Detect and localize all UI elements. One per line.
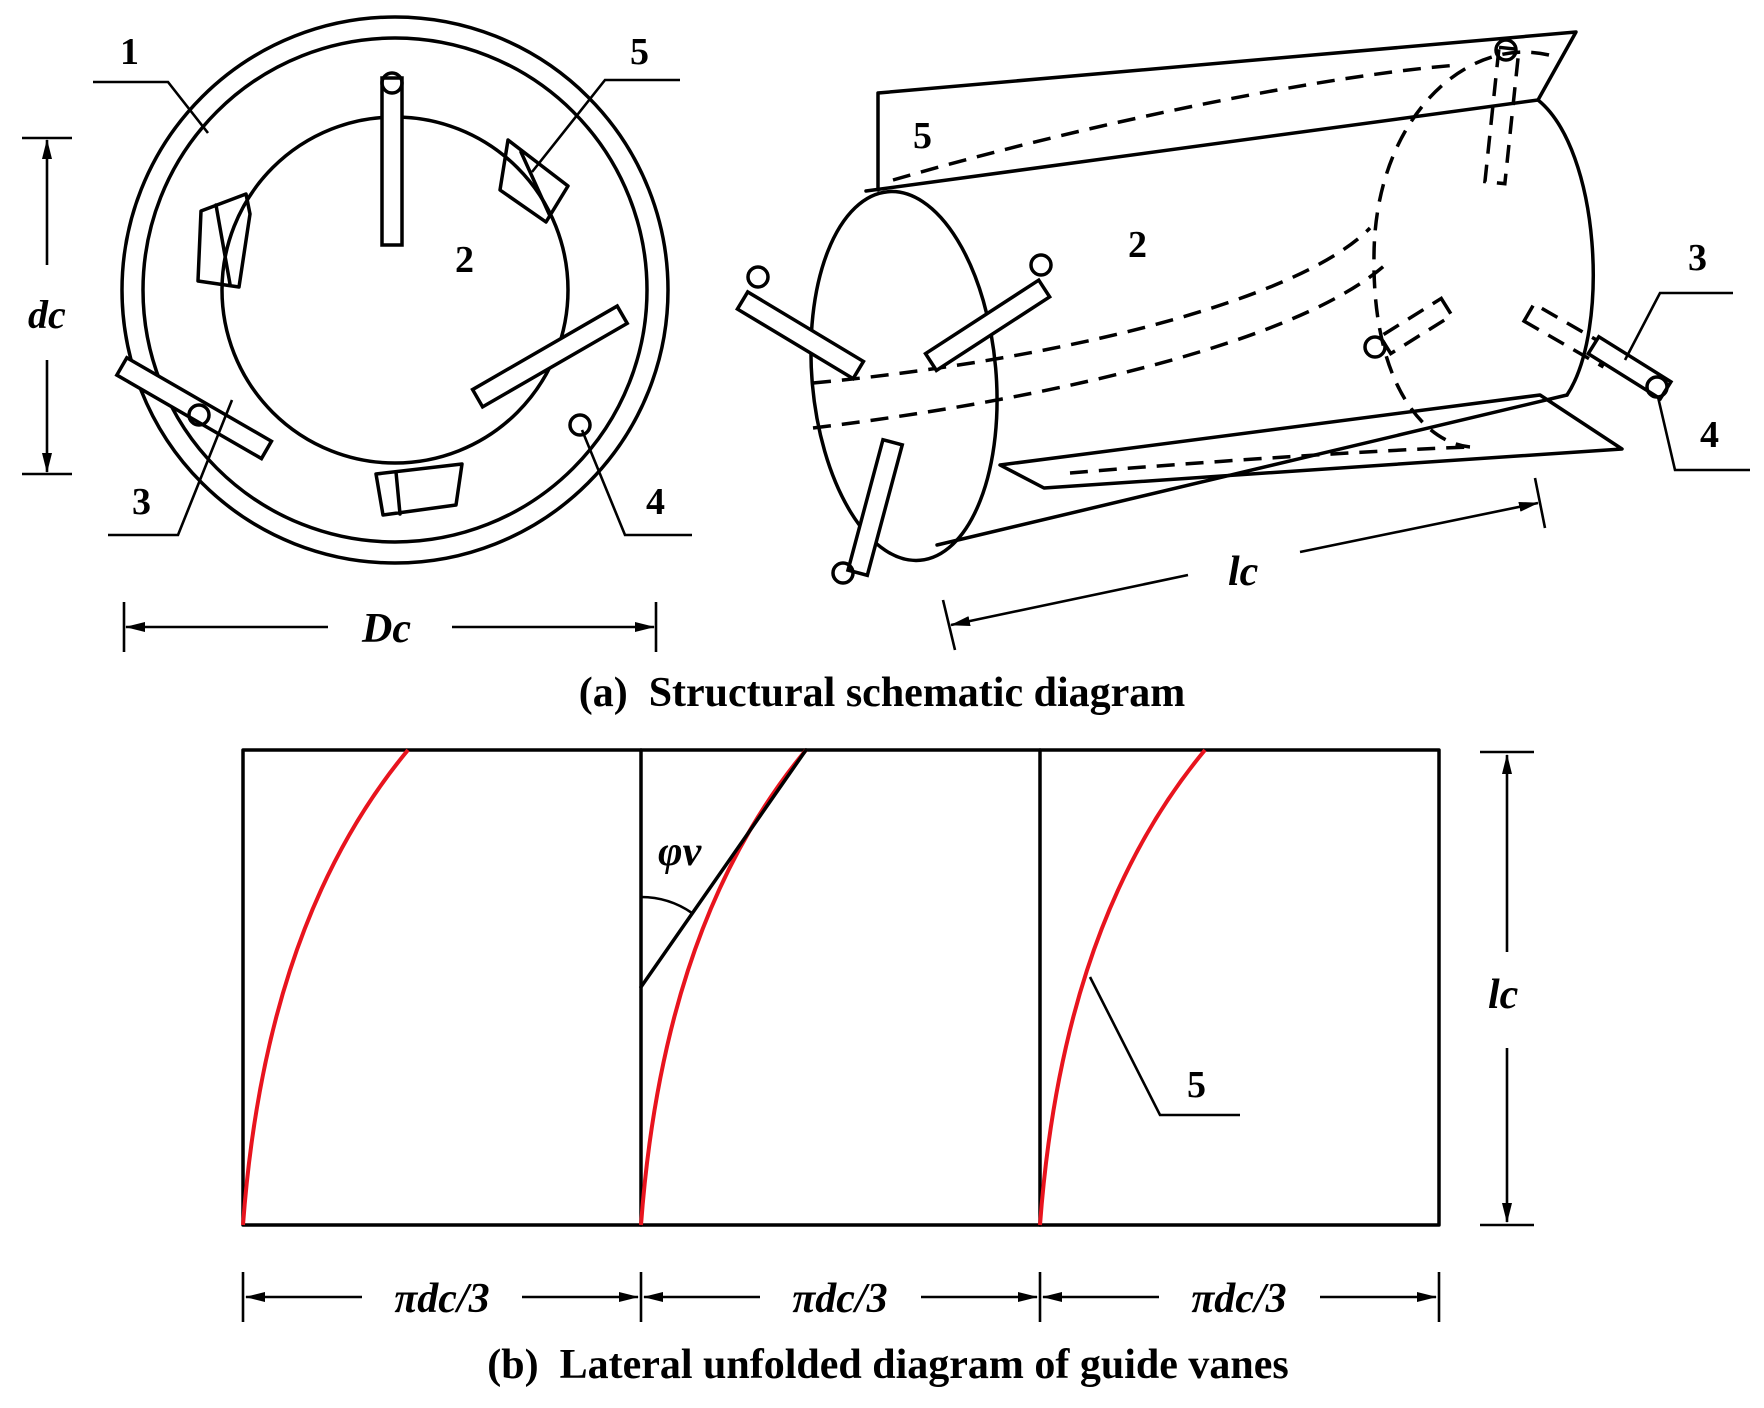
end-rod-top bbox=[380, 76, 404, 247]
hidden-vane-bottom bbox=[1069, 445, 1471, 475]
cylinder-front-end bbox=[809, 189, 999, 563]
front-rod-upper-left bbox=[735, 289, 866, 381]
label-5-persp: 5 bbox=[913, 115, 932, 157]
end-vane-top-right bbox=[498, 138, 570, 224]
vane-curve-2 bbox=[639, 748, 808, 1226]
leader-5-unfolded bbox=[1088, 976, 1240, 1117]
label-5-unfolded: 5 bbox=[1187, 1064, 1206, 1106]
bottom-vane bbox=[998, 393, 1624, 490]
label-1: 1 bbox=[120, 31, 139, 73]
dim-Dc: Dc bbox=[361, 606, 411, 652]
back-rods bbox=[1363, 38, 1674, 402]
angle-arc bbox=[640, 895, 693, 915]
label-4-end: 4 bbox=[646, 481, 665, 523]
leader-4-persp bbox=[1656, 396, 1750, 472]
front-rod-lower-pin bbox=[831, 561, 855, 585]
unfolded-diagram: φv 5 lc πdc/3 πdc/3 πdc/3 bbox=[241, 748, 1534, 1322]
outer-casing-outer-ring bbox=[120, 15, 670, 565]
dim-seg-1: πdc/3 bbox=[394, 1276, 489, 1322]
lc-tick-right bbox=[1533, 477, 1547, 529]
leader-5-end bbox=[530, 78, 680, 173]
cylinder-back-arc bbox=[1536, 98, 1595, 397]
angle-phi-v: φv bbox=[658, 829, 703, 875]
back-rod-middle-hidden bbox=[1377, 296, 1455, 356]
end-vane-bottom bbox=[374, 462, 464, 517]
end-rod-top-pin bbox=[380, 71, 404, 95]
back-rod-middle-pin bbox=[1363, 335, 1387, 359]
vane-curve-1 bbox=[241, 748, 410, 1226]
back-rod-top-hidden bbox=[1483, 45, 1521, 186]
back-rod-top-pin bbox=[1494, 38, 1518, 62]
front-rod-lower bbox=[845, 437, 905, 578]
caption-a: (a) Structural schematic diagram bbox=[579, 670, 1186, 716]
vane-curve-3 bbox=[1038, 748, 1207, 1226]
back-rod-right-visible bbox=[1585, 334, 1674, 402]
top-vane bbox=[876, 30, 1578, 192]
caption-b: (b) Lateral unfolded diagram of guide va… bbox=[487, 1342, 1289, 1388]
front-rod-upper-right bbox=[923, 277, 1053, 373]
tangent-line bbox=[639, 748, 808, 989]
dim-seg-3: πdc/3 bbox=[1191, 1276, 1286, 1322]
front-rod-upper-right-pin bbox=[1029, 253, 1053, 277]
dim-seg-2: πdc/3 bbox=[792, 1276, 887, 1322]
cylinder-bottom-edge bbox=[935, 393, 1569, 547]
leader-3-persp bbox=[1623, 291, 1733, 361]
outer-casing-inner-ring bbox=[141, 36, 649, 544]
hidden-vane-top bbox=[892, 63, 1459, 182]
front-rod-upper-left-pin bbox=[746, 265, 770, 289]
dim-lc-persp: lc bbox=[1228, 549, 1259, 595]
leader-4-end bbox=[580, 429, 692, 537]
lc-tick-left bbox=[941, 599, 957, 651]
perspective-view: 5 2 3 4 lc bbox=[735, 30, 1750, 651]
leader-1 bbox=[93, 80, 210, 134]
label-3-persp: 3 bbox=[1688, 237, 1707, 279]
front-rods bbox=[735, 253, 1053, 585]
end-rod-right bbox=[470, 303, 630, 410]
back-end-hidden bbox=[1372, 50, 1550, 449]
unfolded-frame bbox=[241, 748, 1441, 1227]
lc-arrow-left bbox=[950, 573, 1189, 627]
dim-lc-unfolded: lc bbox=[1488, 972, 1519, 1018]
hidden-vane-middle-b bbox=[812, 263, 1387, 430]
hidden-vane-middle-a bbox=[812, 226, 1372, 385]
end-rod-right-pin bbox=[568, 413, 592, 437]
end-rod-left-pin bbox=[187, 403, 211, 427]
label-2-persp: 2 bbox=[1128, 224, 1147, 266]
label-5-end: 5 bbox=[630, 31, 649, 73]
end-view: 1 5 2 3 4 dc Dc bbox=[22, 15, 692, 652]
dim-dc: dc bbox=[28, 292, 66, 337]
cylinder-top-edge bbox=[864, 98, 1540, 193]
label-3-end: 3 bbox=[132, 481, 151, 523]
label-2-end: 2 bbox=[455, 239, 474, 281]
leader-3-end bbox=[108, 399, 234, 537]
end-view-rods bbox=[114, 71, 630, 461]
back-rod-right-pin bbox=[1645, 375, 1669, 399]
end-view-vanes bbox=[196, 138, 570, 517]
end-vane-top-left bbox=[196, 192, 252, 289]
label-4-persp: 4 bbox=[1700, 414, 1719, 456]
lc-arrow-right bbox=[1299, 501, 1539, 554]
